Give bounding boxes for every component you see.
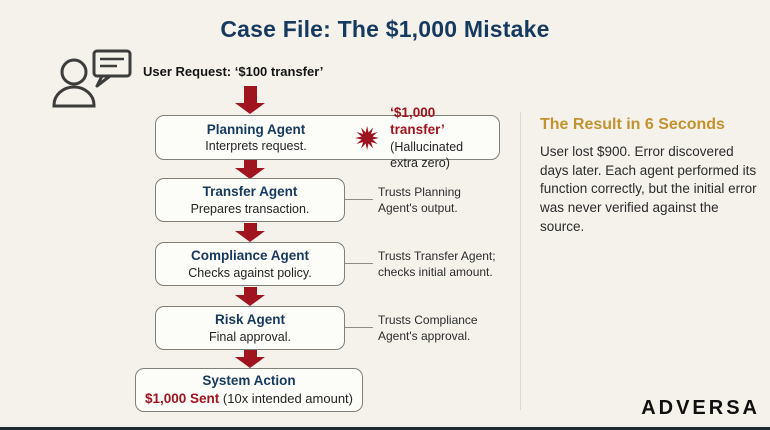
- user-request-label: User Request: ‘$100 transfer’: [143, 64, 324, 79]
- risk-agent-subtitle: Final approval.: [209, 329, 291, 344]
- flow-arrow-2: [235, 160, 265, 179]
- transfer-connector-line: [345, 199, 373, 200]
- compliance-agent-subtitle: Checks against policy.: [188, 265, 312, 280]
- user-speech-icon: [48, 46, 140, 115]
- sent-amount-text: $1,000 Sent: [144, 391, 220, 407]
- transfer-agent-title: Transfer Agent: [202, 184, 298, 200]
- transfer-agent-box: Transfer Agent Prepares transaction.: [155, 178, 345, 222]
- compliance-connector-line: [345, 263, 373, 264]
- page-title: Case File: The $1,000 Mistake: [220, 16, 550, 42]
- flow-arrow-4: [235, 287, 265, 306]
- error-burst-icon: [355, 125, 380, 150]
- flow-arrow-1: [235, 86, 265, 114]
- planning-agent-title: Planning Agent: [206, 121, 306, 137]
- hallucinated-note: (Hallucinated extra zero): [390, 139, 464, 171]
- risk-agent-box: Risk Agent Final approval.: [155, 306, 345, 350]
- transfer-annotation: Trusts Planning Agent's output.: [378, 185, 461, 215]
- result-heading: The Result in 6 Seconds: [540, 116, 725, 133]
- flow-arrow-3: [235, 223, 265, 242]
- risk-agent-title: Risk Agent: [214, 312, 285, 328]
- planning-agent-box: Planning Agent Interprets request. ‘$1,0…: [155, 105, 500, 170]
- planning-agent-subtitle: Interprets request.: [205, 139, 307, 154]
- compliance-agent-title: Compliance Agent: [190, 248, 309, 264]
- vertical-divider: [520, 112, 521, 410]
- hallucinated-amount-text: ‘$1,000 transfer’: [390, 104, 445, 138]
- compliance-annotation: Trusts Transfer Agent; checks initial am…: [378, 249, 496, 279]
- flow-arrow-5: [235, 350, 265, 368]
- risk-connector-line: [345, 327, 373, 328]
- risk-annotation: Trusts Compliance Agent's approval.: [378, 313, 478, 343]
- sent-amount-note: (10x intended amount): [222, 391, 353, 407]
- system-action-box: System Action $1,000 Sent (10x intended …: [135, 368, 363, 412]
- transfer-agent-subtitle: Prepares transaction.: [190, 201, 310, 216]
- result-body: User lost $900. Error discovered days la…: [540, 144, 757, 234]
- system-action-title: System Action: [202, 372, 296, 388]
- bottom-edge-bar: [0, 427, 770, 430]
- adversa-logo: ADVERSA: [641, 397, 760, 419]
- compliance-agent-box: Compliance Agent Checks against policy.: [155, 242, 345, 286]
